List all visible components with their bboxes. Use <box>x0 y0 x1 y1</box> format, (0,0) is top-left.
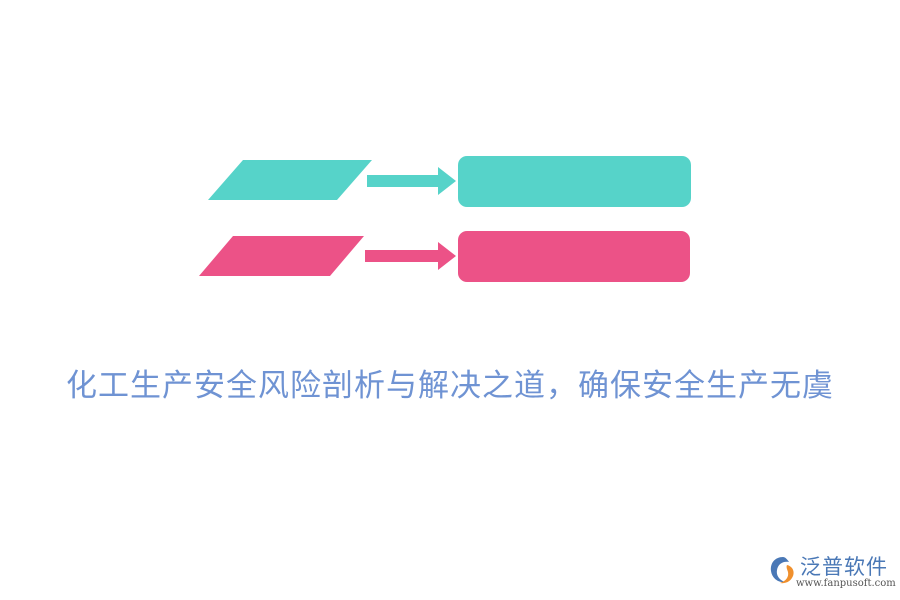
logo-name: 泛普软件 <box>800 555 888 579</box>
fanpu-logo-icon <box>770 557 794 584</box>
pink-parallelogram <box>199 236 364 276</box>
headline: 化工生产安全风险剖析与解决之道，确保安全生产无虞 <box>66 368 834 404</box>
teal-parallelogram <box>208 160 372 200</box>
pink-box <box>458 231 690 282</box>
pink-arrow <box>365 242 456 270</box>
teal-box <box>458 156 691 207</box>
logo-url: www.fanpusoft.com <box>796 578 896 589</box>
brand-logo[interactable]: 泛普软件 www.fanpusoft.com <box>766 549 896 593</box>
teal-arrow <box>367 167 456 195</box>
